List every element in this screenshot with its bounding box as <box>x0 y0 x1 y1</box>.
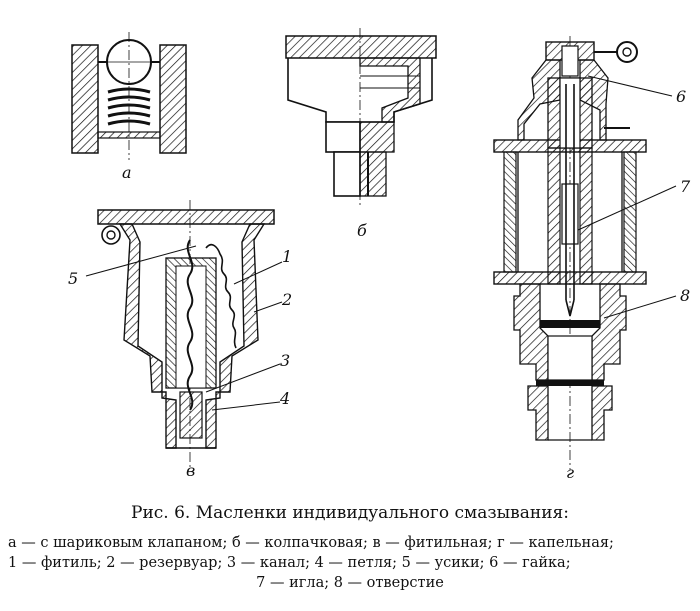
caption-line-3: 7 — игла; 8 — отверстие <box>256 575 444 591</box>
callout-3: 3 <box>280 351 290 370</box>
sublabel-b: б <box>357 221 367 240</box>
caption-title: Рис. 6. Масленки индивидуального смазыва… <box>131 503 569 523</box>
leader-6 <box>587 75 673 97</box>
callout-7: 7 <box>680 177 691 196</box>
callout-2: 2 <box>281 290 292 309</box>
oiler-a-ball-valve: а <box>71 32 187 182</box>
callout-4: 4 <box>279 389 290 408</box>
caption-body: а — с шариковым клапаном; б — колпачкова… <box>8 533 692 593</box>
leader-7 <box>577 185 677 231</box>
oiler-b-cap: б <box>285 28 437 240</box>
technical-drawing: а б в 5 1 2 <box>68 28 691 482</box>
callout-6: 6 <box>676 87 686 106</box>
leader-4 <box>211 401 281 411</box>
caption-line-1: а — с шариковым клапаном; б — колпачкова… <box>8 535 614 551</box>
caption-line-2: 1 — фитиль; 2 — резервуар; 3 — канал; 4 … <box>8 555 571 571</box>
sublabel-g: г <box>566 463 574 482</box>
callout-8: 8 <box>680 286 690 305</box>
oiler-g-drip: г 6 7 8 <box>493 36 691 482</box>
sublabel-v: в <box>186 461 195 480</box>
leader-2 <box>253 301 283 313</box>
leader-5 <box>85 245 197 277</box>
oiler-v-wick: в 5 1 2 3 4 <box>68 200 292 480</box>
leader-1 <box>233 261 283 285</box>
sublabel-a: а <box>122 163 132 182</box>
callout-5: 5 <box>68 269 78 288</box>
leader-8 <box>603 295 677 319</box>
leader-3 <box>205 363 281 393</box>
callout-1: 1 <box>282 247 292 266</box>
